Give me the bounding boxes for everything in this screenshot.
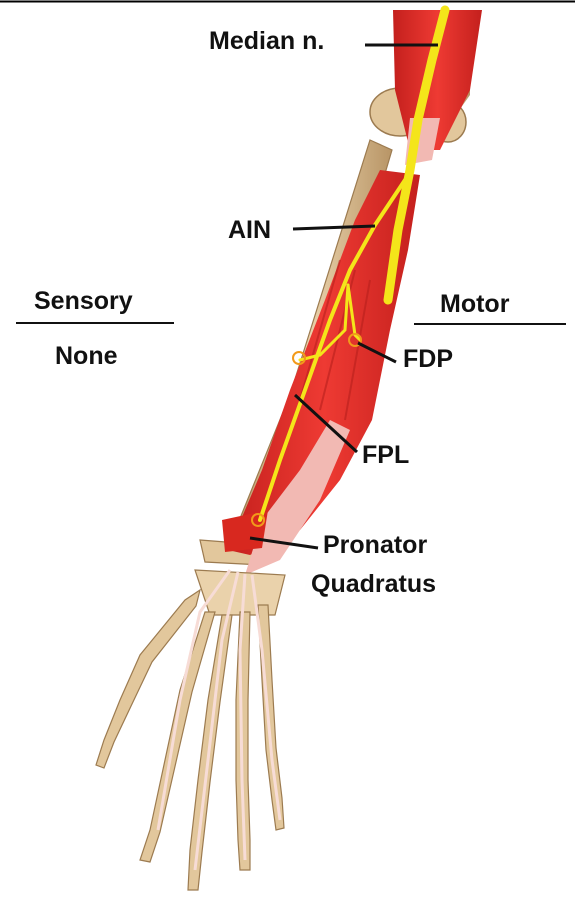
fpl-label: FPL [362, 443, 409, 468]
pronator-quadratus-label-line1: Pronator [323, 533, 427, 558]
hand-bones [96, 590, 284, 890]
sensory-value: None [55, 344, 118, 369]
carpal-bones [195, 570, 285, 615]
sensory-heading: Sensory [34, 289, 133, 314]
ain-label: AIN [228, 218, 271, 243]
fdp-label: FDP [403, 347, 453, 372]
motor-heading: Motor [440, 292, 509, 317]
median-nerve-label: Median n. [209, 29, 324, 54]
pronator-quadratus-label-line2: Quadratus [311, 572, 436, 597]
